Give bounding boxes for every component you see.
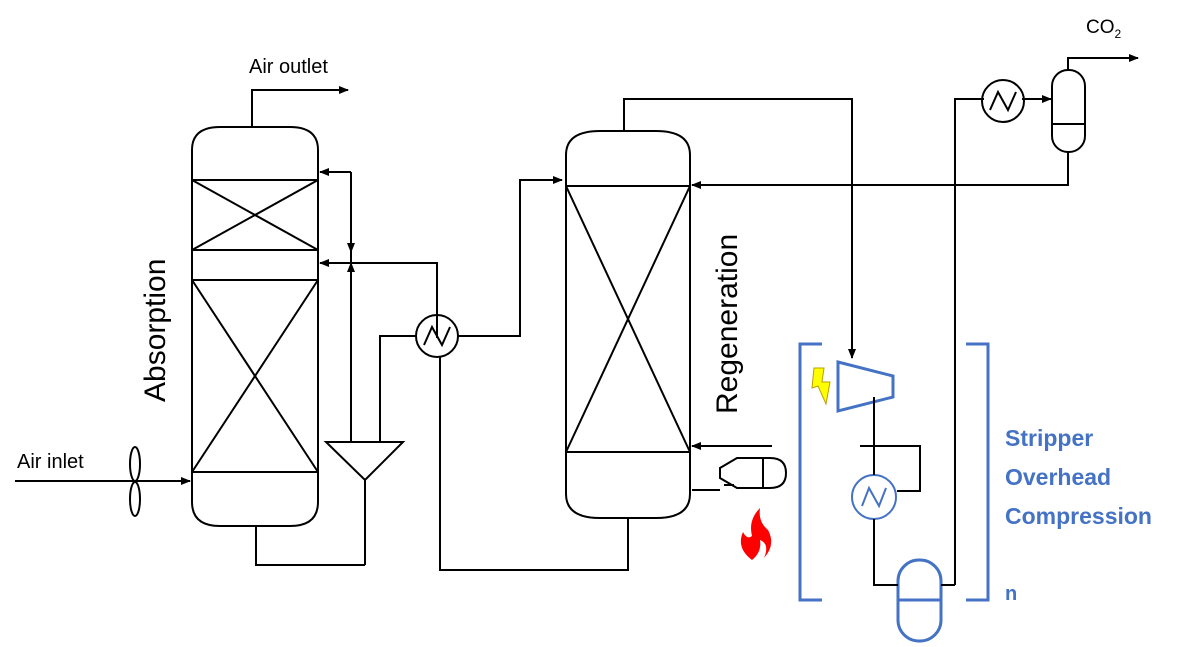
stripper-overhead-compression-section: [798, 342, 990, 643]
rich-solvent-stream: [255, 526, 365, 566]
splitter: [323, 335, 417, 565]
left-bracket: [798, 342, 822, 602]
fan-icon: [129, 446, 141, 517]
reflux-stream: [691, 152, 1069, 189]
absorption-label: Absorption: [139, 259, 172, 402]
repeat-n-label: n: [1005, 583, 1017, 605]
air-inlet-label: Air inlet: [17, 451, 84, 473]
overhead-label: Overhead: [1005, 464, 1111, 490]
rich-to-regenerator: [458, 176, 563, 337]
right-bracket: [966, 342, 990, 602]
flame-icon: [740, 508, 772, 560]
lean-from-regenerator: [439, 357, 629, 571]
overhead-vapor-stream: [623, 98, 856, 359]
absorption-column: [191, 126, 319, 527]
compression-label: Compression: [1005, 503, 1152, 529]
regeneration-column: [565, 130, 691, 519]
pump-icon: [692, 457, 788, 491]
regeneration-label: Regeneration: [711, 234, 744, 414]
air-outlet-label: Air outlet: [249, 56, 328, 78]
cooler-heat-exchanger-icon: [981, 79, 1025, 123]
reboiler-return: [691, 442, 921, 492]
wash-recycle-loop: [319, 168, 355, 263]
lightning-icon: [811, 367, 831, 406]
co2-outlet-stream: [1067, 54, 1139, 70]
stripper-label: Stripper: [1005, 425, 1093, 451]
compressor-icon: [836, 360, 895, 413]
air-outlet-stream: [251, 86, 349, 127]
lean-solvent-stream: [319, 259, 438, 442]
co2-vapor-line: [954, 95, 1052, 585]
flash-drum-icon: [1051, 69, 1086, 153]
co2-label: CO2: [1086, 17, 1122, 41]
